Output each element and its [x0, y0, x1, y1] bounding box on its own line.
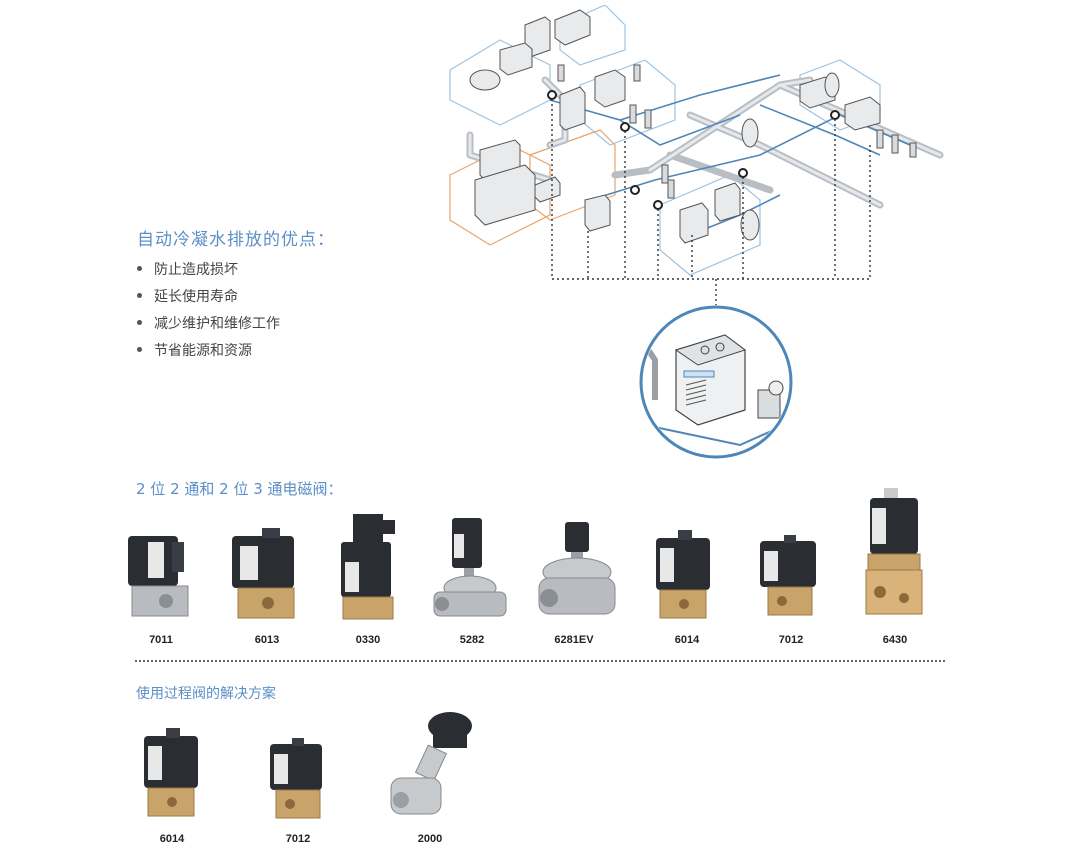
valve-6281ev-image — [538, 522, 616, 615]
process-valve-2000-image — [390, 712, 472, 815]
valve-6014-image — [656, 530, 710, 619]
valve-6430-image — [865, 488, 923, 615]
advantage-text: 防止造成损坏 — [154, 262, 238, 278]
process-valve-label: 6014 — [159, 833, 185, 845]
advantage-item: 节省能源和资源 — [137, 341, 280, 368]
valve-label: 6281EV — [554, 634, 594, 646]
valve-label: 5282 — [459, 634, 485, 646]
advantage-text: 延长使用寿命 — [154, 289, 238, 305]
process-valve-6014-image — [144, 728, 198, 817]
valves-title: 2 位 2 通和 2 位 3 通电磁阀： — [136, 480, 343, 498]
valve-label: 6014 — [674, 634, 700, 646]
process-valve-label: 7012 — [285, 833, 311, 845]
bullet-icon — [137, 346, 142, 352]
bullet-icon — [137, 292, 142, 298]
advantage-item: 延长使用寿命 — [137, 287, 280, 314]
advantage-item: 减少维护和维修工作 — [137, 314, 280, 341]
process-title: 使用过程阀的解决方案 — [136, 686, 276, 702]
advantage-text: 减少维护和维修工作 — [154, 316, 280, 332]
valve-5282-image — [433, 518, 507, 617]
valve-label: 6013 — [254, 634, 280, 646]
advantage-item: 防止造成损坏 — [137, 260, 280, 287]
section-divider — [135, 660, 945, 662]
valve-label: 7011 — [149, 634, 173, 646]
valve-6013-image — [232, 528, 295, 619]
advantages-title: 自动冷凝水排放的优点： — [137, 230, 335, 250]
bullet-icon — [137, 319, 142, 325]
valve-label: 0330 — [355, 634, 381, 646]
bullet-icon — [137, 265, 142, 271]
process-valve-7012-image — [270, 738, 322, 819]
advantage-text: 节省能源和资源 — [154, 343, 252, 359]
valve-label: 7012 — [778, 634, 804, 646]
advantages-list: 防止造成损坏 延长使用寿命 减少维护和维修工作 节省能源和资源 — [137, 260, 280, 368]
valve-7011-image — [128, 536, 189, 617]
valve-label: 6430 — [882, 634, 908, 646]
valve-0330-image — [341, 514, 395, 620]
valve-7012-image — [760, 535, 816, 616]
process-valve-label: 2000 — [417, 833, 443, 845]
system-diagram — [449, 5, 944, 459]
